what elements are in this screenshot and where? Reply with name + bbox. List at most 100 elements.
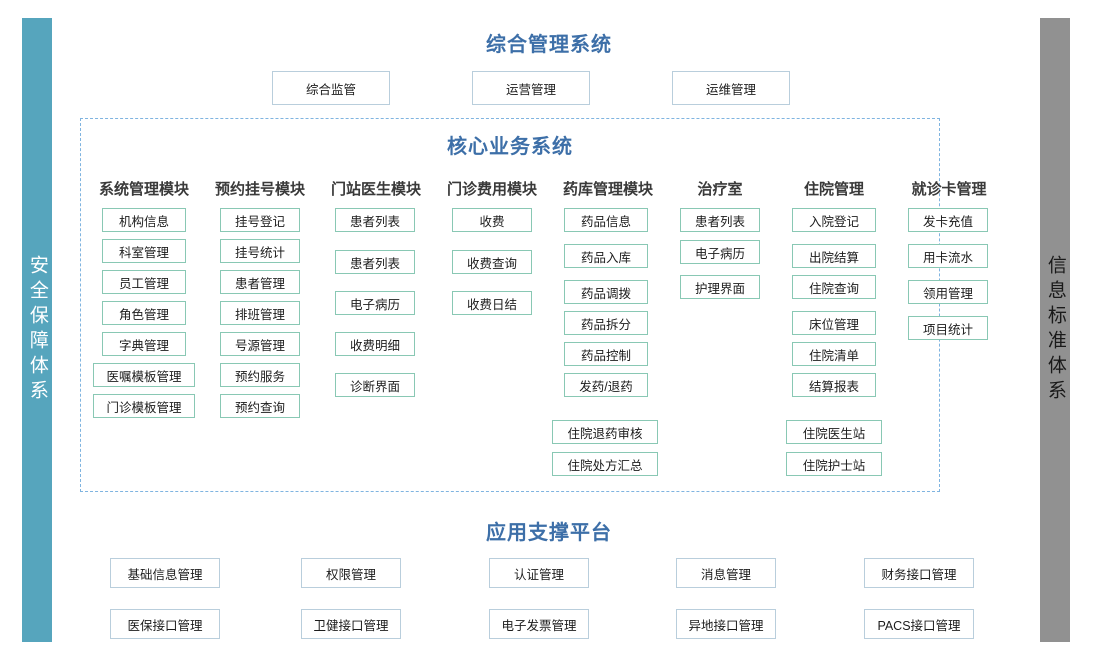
- core-item-bed-mgmt[interactable]: 床位管理: [792, 311, 876, 335]
- core-item-settle-report[interactable]: 结算报表: [792, 373, 876, 397]
- plat-item-insurance-api-mgmt[interactable]: 医保接口管理: [110, 609, 220, 639]
- core-item-drug-info[interactable]: 药品信息: [564, 208, 648, 232]
- core-item-label: 门诊模板管理: [106, 400, 182, 415]
- core-item-label: 药品调拨: [580, 286, 631, 301]
- core-item-fee-detail[interactable]: 收费明细: [335, 332, 415, 356]
- core-item-inpatient-rx-summary[interactable]: 住院处方汇总: [552, 452, 658, 476]
- core-item-diagnosis-ui[interactable]: 诊断界面: [335, 373, 415, 397]
- column-header-outpatient-doctor: 门站医生模块: [330, 181, 421, 198]
- core-business-system-panel: [80, 118, 940, 492]
- integrated-management-title: 综合管理系统: [486, 34, 612, 56]
- core-item-admission[interactable]: 入院登记: [792, 208, 876, 232]
- core-item-project-stats[interactable]: 项目统计: [908, 316, 988, 340]
- core-item-label: 护理界面: [694, 281, 745, 296]
- button-operation-management[interactable]: 运营管理: [472, 71, 590, 105]
- button-maintenance-management[interactable]: 运维管理: [672, 71, 790, 105]
- core-business-system-title: 核心业务系统: [447, 136, 573, 158]
- core-item-patient-mgmt[interactable]: 患者管理: [220, 270, 300, 294]
- core-item-appt-service[interactable]: 预约服务: [220, 363, 300, 387]
- core-item-slot-mgmt[interactable]: 号源管理: [220, 332, 300, 356]
- plat-item-pacs-api-mgmt[interactable]: PACS接口管理: [864, 609, 974, 639]
- core-item-appt-query[interactable]: 预约查询: [220, 394, 300, 418]
- sidebar-security-system: 安全保障体系: [22, 18, 52, 642]
- core-item-card-transaction[interactable]: 用卡流水: [908, 244, 988, 268]
- core-item-inpatient-query[interactable]: 住院查询: [792, 275, 876, 299]
- core-item-inpatient-doctor-station[interactable]: 住院医生站: [786, 420, 882, 444]
- core-item-drug-split[interactable]: 药品拆分: [564, 311, 648, 335]
- core-item-label: 住院医生站: [802, 426, 866, 441]
- core-item-inpatient-return-audit[interactable]: 住院退药审核: [552, 420, 658, 444]
- core-item-charge[interactable]: 收费: [452, 208, 532, 232]
- core-item-nursing-ui[interactable]: 护理界面: [680, 275, 760, 299]
- core-item-label: 排班管理: [234, 307, 285, 322]
- core-item-treat-patient-list[interactable]: 患者列表: [680, 208, 760, 232]
- core-item-order-template[interactable]: 医嘱模板管理: [93, 363, 195, 387]
- core-item-doc-patient-list-2[interactable]: 患者列表: [335, 250, 415, 274]
- core-item-treat-emr[interactable]: 电子病历: [680, 240, 760, 264]
- core-item-label: 收费查询: [466, 256, 517, 271]
- column-header-pharmacy-management: 药库管理模块: [562, 181, 653, 198]
- sidebar-left-label: 安全保障体系: [26, 255, 48, 405]
- core-item-reg-stats[interactable]: 挂号统计: [220, 239, 300, 263]
- core-item-inpatient-nurse-station[interactable]: 住院护士站: [786, 452, 882, 476]
- core-item-clinic-template[interactable]: 门诊模板管理: [93, 394, 195, 418]
- button-comprehensive-supervision[interactable]: 综合监管: [272, 71, 390, 105]
- core-item-doc-emr[interactable]: 电子病历: [335, 291, 415, 315]
- sidebar-right-label: 信息标准体系: [1044, 255, 1066, 405]
- plat-item-einvoice-mgmt[interactable]: 电子发票管理: [489, 609, 589, 639]
- button-label: 综合监管: [305, 82, 356, 97]
- core-item-label: 预约查询: [234, 400, 285, 415]
- core-item-inpatient-bill[interactable]: 住院清单: [792, 342, 876, 366]
- plat-item-remote-api-mgmt[interactable]: 异地接口管理: [676, 609, 776, 639]
- core-item-label: 入院登记: [808, 214, 859, 229]
- plat-item-label: PACS接口管理: [877, 618, 961, 633]
- plat-item-permission-mgmt[interactable]: 权限管理: [301, 558, 401, 588]
- core-item-reg-record[interactable]: 挂号登记: [220, 208, 300, 232]
- column-header-inpatient: 住院管理: [803, 181, 864, 198]
- core-item-label: 结算报表: [808, 379, 859, 394]
- plat-item-authentication-mgmt[interactable]: 认证管理: [489, 558, 589, 588]
- core-item-dictionary-mgmt[interactable]: 字典管理: [102, 332, 186, 356]
- plat-item-health-api-mgmt[interactable]: 卫健接口管理: [301, 609, 401, 639]
- core-item-drug-transfer[interactable]: 药品调拨: [564, 280, 648, 304]
- core-item-label: 用卡流水: [922, 250, 973, 265]
- core-item-label: 患者列表: [349, 256, 400, 271]
- core-item-discharge-settle[interactable]: 出院结算: [792, 244, 876, 268]
- core-item-label: 出院结算: [808, 250, 859, 265]
- core-item-shift-mgmt[interactable]: 排班管理: [220, 301, 300, 325]
- plat-item-message-mgmt[interactable]: 消息管理: [676, 558, 776, 588]
- core-item-drug-inbound[interactable]: 药品入库: [564, 244, 648, 268]
- core-item-charge-daily[interactable]: 收费日结: [452, 291, 532, 315]
- core-item-label: 领用管理: [922, 286, 973, 301]
- plat-item-basic-info-mgmt[interactable]: 基础信息管理: [110, 558, 220, 588]
- core-item-card-issue-topup[interactable]: 发卡充值: [908, 208, 988, 232]
- core-item-label: 号源管理: [234, 338, 285, 353]
- core-item-label: 预约服务: [234, 369, 285, 384]
- core-item-label: 医嘱模板管理: [106, 369, 182, 384]
- core-item-label: 收费日结: [466, 297, 517, 312]
- core-item-drug-dispense[interactable]: 发药/退药: [564, 373, 648, 397]
- plat-item-label: 异地接口管理: [688, 618, 764, 633]
- core-item-label: 药品入库: [580, 250, 631, 265]
- core-item-charge-query[interactable]: 收费查询: [452, 250, 532, 274]
- column-header-visit-card: 就诊卡管理: [911, 181, 987, 198]
- core-item-label: 电子病历: [349, 297, 400, 312]
- core-item-org-info[interactable]: 机构信息: [102, 208, 186, 232]
- core-item-staff-mgmt[interactable]: 员工管理: [102, 270, 186, 294]
- core-item-drug-control[interactable]: 药品控制: [564, 342, 648, 366]
- column-header-appointment: 预约挂号模块: [214, 181, 305, 198]
- plat-item-label: 认证管理: [513, 567, 564, 582]
- core-item-label: 药品拆分: [580, 317, 631, 332]
- core-item-dept-mgmt[interactable]: 科室管理: [102, 239, 186, 263]
- core-item-label: 床位管理: [808, 317, 859, 332]
- core-item-label: 机构信息: [118, 214, 169, 229]
- core-item-role-mgmt[interactable]: 角色管理: [102, 301, 186, 325]
- core-item-label: 收费: [479, 214, 505, 229]
- plat-item-finance-api-mgmt[interactable]: 财务接口管理: [864, 558, 974, 588]
- core-item-card-requisition[interactable]: 领用管理: [908, 280, 988, 304]
- core-item-label: 电子病历: [694, 246, 745, 261]
- core-item-label: 患者列表: [349, 214, 400, 229]
- support-platform-title: 应用支撑平台: [486, 522, 612, 544]
- core-item-doc-patient-list-1[interactable]: 患者列表: [335, 208, 415, 232]
